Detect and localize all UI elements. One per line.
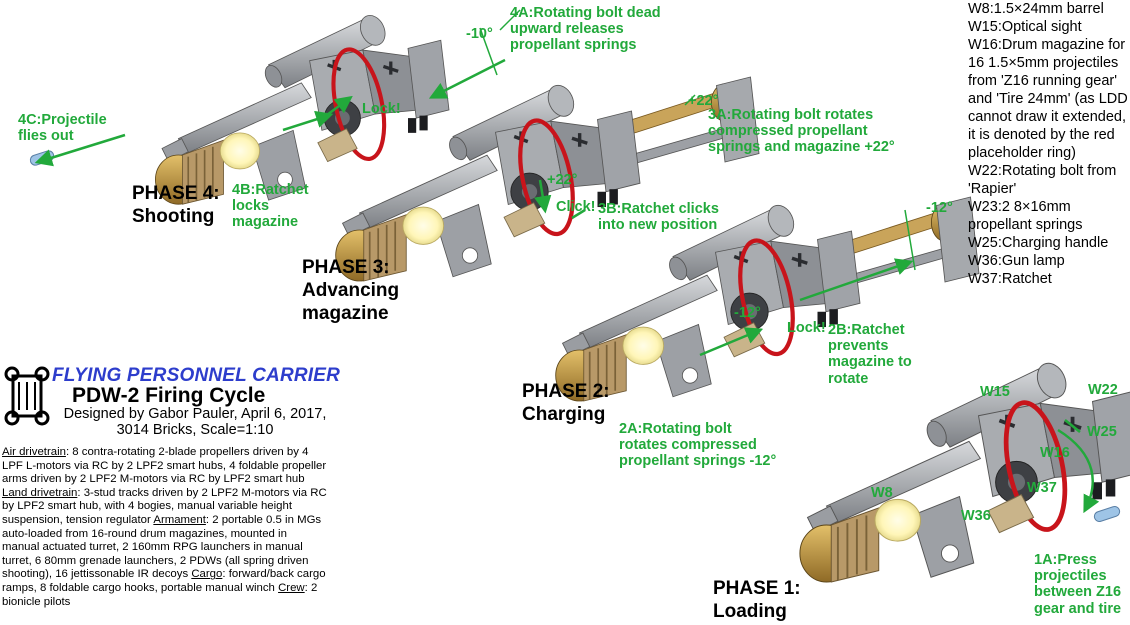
- page-title: PDW-2 Firing Cycle: [72, 384, 265, 408]
- gun-phase-1: [800, 359, 1130, 582]
- tag-w16: W16: [1040, 445, 1070, 461]
- parts-list-item: W16:Drum magazine for 16 1.5×5mm project…: [968, 36, 1130, 162]
- parts-list-item: W36:Gun lamp: [968, 252, 1130, 270]
- step-1a: 1A:Press projectiles between Z16 gear an…: [1034, 552, 1121, 617]
- phase-2-label: PHASE 2: Charging: [522, 381, 610, 427]
- angle-minus-12-frame: -12°: [926, 200, 953, 216]
- step-2a: 2A:Rotating bolt rotates compressed prop…: [619, 421, 776, 470]
- lock-callout-2: Lock!: [787, 320, 826, 336]
- angle-minus-10: -10°: [466, 26, 493, 42]
- parts-list-item: W23:2 8×16mm propellant springs: [968, 198, 1130, 234]
- spec-description: Air drivetrain: 8 contra-rotating 2-blad…: [2, 446, 327, 609]
- parts-list: W8:1.5×24mm barrel W15:Optical sight W16…: [968, 0, 1130, 288]
- step-4c: 4C:Projectile flies out: [18, 112, 107, 144]
- parts-list-item: W37:Ratchet: [968, 270, 1130, 288]
- tag-w37: W37: [1027, 480, 1057, 496]
- parts-list-item: W8:1.5×24mm barrel: [968, 0, 1130, 18]
- lock-callout-4: Lock!: [362, 101, 401, 117]
- step-4b: 4B:Ratchet locks magazine: [232, 182, 309, 231]
- projectile-loading: [1093, 505, 1121, 523]
- step-4a: 4A:Rotating bolt dead upward releases pr…: [510, 5, 661, 54]
- click-callout: Click!: [556, 199, 596, 215]
- land-drivetrain-label: Land drivetrain: [2, 487, 77, 499]
- phase-3-label: PHASE 3: Advancing magazine: [302, 257, 399, 325]
- parts-list-item: W25:Charging handle: [968, 234, 1130, 252]
- air-drivetrain-label: Air drivetrain: [2, 446, 66, 458]
- gun-phase-4: [155, 11, 449, 204]
- crew-label: Crew: [278, 582, 305, 594]
- angle-plus-22-bolt: +22°: [547, 172, 577, 188]
- tag-w36: W36: [961, 508, 991, 524]
- tag-w8: W8: [871, 485, 893, 501]
- parts-list-item: W15:Optical sight: [968, 18, 1130, 36]
- phase-1-label: PHASE 1: Loading: [713, 578, 801, 624]
- angle-plus-22-frame: +22°: [688, 93, 718, 109]
- armament-label: Armament: [153, 514, 206, 526]
- drone-logo-icon: [4, 366, 50, 426]
- angle-minus-12-bolt: -12°: [734, 305, 761, 321]
- cargo-label: Cargo: [191, 568, 222, 580]
- page-subtitle: Designed by Gabor Pauler, April 6, 2017,…: [60, 406, 330, 438]
- tag-w15: W15: [980, 384, 1010, 400]
- parts-list-item: W22:Rotating bolt from 'Rapier': [968, 162, 1130, 198]
- phase-4-label: PHASE 4: Shooting: [132, 183, 220, 229]
- step-2b: 2B:Ratchet prevents magazine to rotate: [828, 322, 912, 387]
- tag-w25: W25: [1087, 424, 1117, 440]
- tag-w22: W22: [1088, 382, 1118, 398]
- step-3a: 3A:Rotating bolt rotates compressed prop…: [708, 107, 895, 156]
- step-3b: 3B:Ratchet clicks into new position: [598, 201, 719, 233]
